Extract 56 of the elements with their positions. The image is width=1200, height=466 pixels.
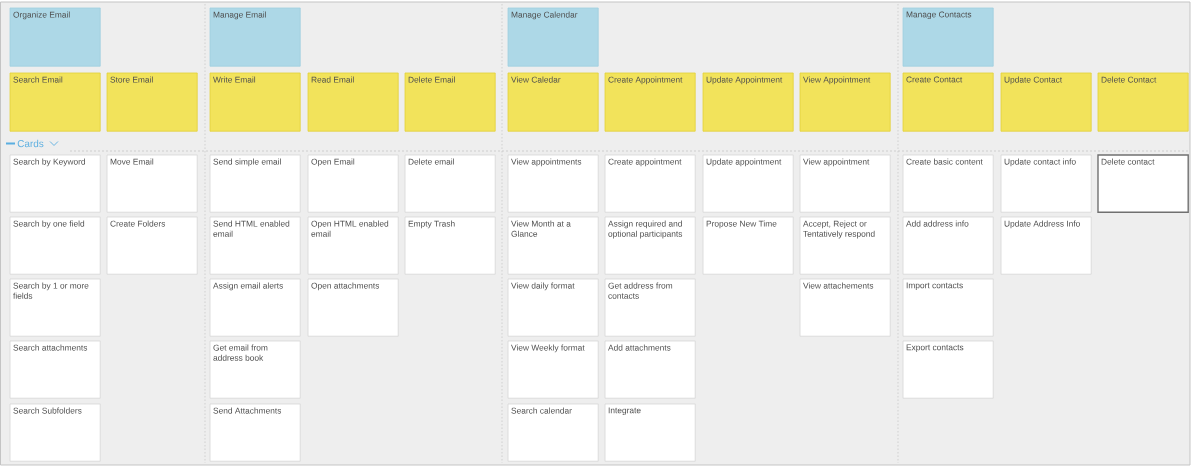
story-card: Propose New Time [702, 216, 794, 275]
story-card: Get email from address book [209, 340, 301, 399]
task-card: View Appointment [799, 72, 891, 132]
task-card: Delete Contact [1097, 72, 1189, 132]
task-card: Read Email [307, 72, 399, 132]
story-card: Search attachments [9, 340, 101, 399]
story-card: Search by Keyword [9, 154, 101, 213]
story-card: Update contact info [1000, 154, 1092, 213]
story-card: Create Folders [106, 216, 198, 275]
story-card: Get address from contacts [604, 278, 696, 337]
story-card: View Month at a Glance [507, 216, 599, 275]
story-card: Import contacts [902, 278, 994, 337]
story-card: Assign email alerts [209, 278, 301, 337]
story-card: Update appointment [702, 154, 794, 213]
story-card: Move Email [106, 154, 198, 213]
section-label: Cards [17, 139, 44, 148]
story-card: Integrate [604, 403, 696, 462]
story-card: View daily format [507, 278, 599, 337]
story-card: Send simple email [209, 154, 301, 213]
task-card: Delete Email [404, 72, 496, 132]
activity-card: Manage Calendar [507, 7, 599, 67]
story-card: Empty Trash [404, 216, 496, 275]
story-card: Send HTML enabled email [209, 216, 301, 275]
story-card: Export contacts [902, 340, 994, 399]
story-card: Assign required and optional participants [604, 216, 696, 275]
story-card: Search by 1 or more fields [9, 278, 101, 337]
task-card: Update Contact [1000, 72, 1092, 132]
story-card: View appointment [799, 154, 891, 213]
story-card: Accept, Reject or Tentatively respond [799, 216, 891, 275]
task-card: Write Email [209, 72, 301, 132]
story-card: Create basic content [902, 154, 994, 213]
task-card: Search Email [9, 72, 101, 132]
activity-card: Organize Email [9, 7, 101, 67]
story-card: Add address info [902, 216, 994, 275]
story-card: View Weekly format [507, 340, 599, 399]
story-card: Update Address Info [1000, 216, 1092, 275]
task-card: View Caledar [507, 72, 599, 132]
story-card: Open Email [307, 154, 399, 213]
story-card: Create appointment [604, 154, 696, 213]
story-card: Open HTML enabled email [307, 216, 399, 275]
story-card: View appointments [507, 154, 599, 213]
task-card: Store Email [106, 72, 198, 132]
story-card: Send Attachments [209, 403, 301, 462]
story-card: View attachements [799, 278, 891, 337]
story-card: Open attachments [307, 278, 399, 337]
story-card: Search by one field [9, 216, 101, 275]
task-card: Update Appointment [702, 72, 794, 132]
story-card: Search Subfolders [9, 403, 101, 462]
task-card: Create Appointment [604, 72, 696, 132]
activity-card: Manage Email [209, 7, 301, 67]
story-card: Delete contact [1097, 154, 1189, 213]
activity-card: Manage Contacts [902, 7, 994, 67]
story-card: Delete email [404, 154, 496, 213]
story-card: Add attachments [604, 340, 696, 399]
story-card: Search calendar [507, 403, 599, 462]
task-card: Create Contact [902, 72, 994, 132]
